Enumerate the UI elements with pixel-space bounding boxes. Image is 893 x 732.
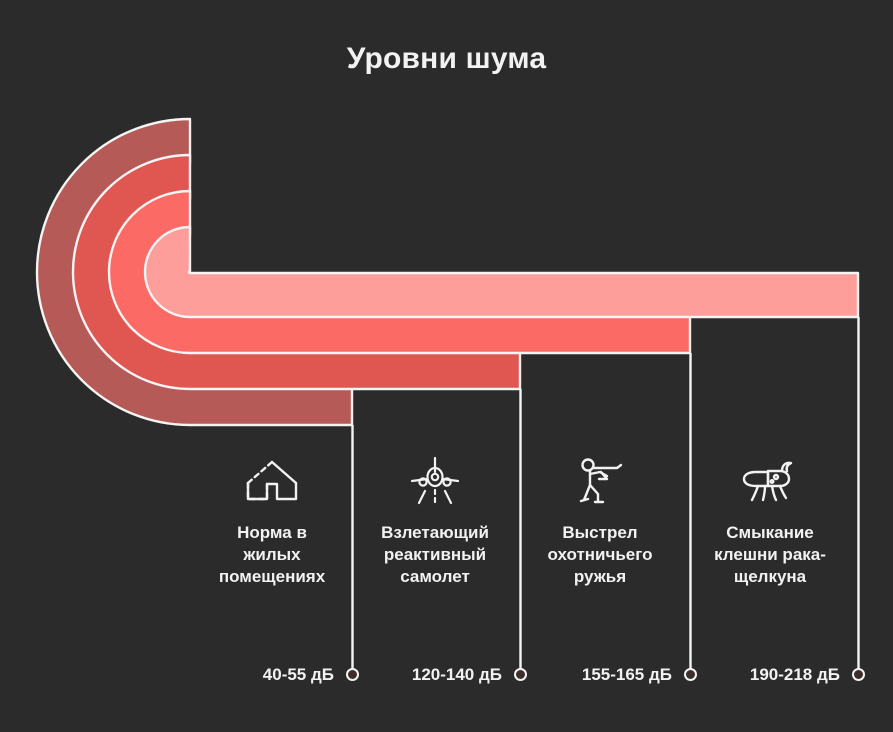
value-dot-shrimp bbox=[852, 668, 865, 681]
connector-lines bbox=[351, 317, 860, 669]
category-jet: Взлетающий реактивный самолет bbox=[355, 448, 515, 587]
category-gunshot: Выстрел охотничьего ружья bbox=[520, 448, 680, 587]
page-title: Уровни шума bbox=[346, 42, 547, 75]
category-home: Норма в жилых помещениях bbox=[192, 448, 352, 587]
airplane-takeoff-icon bbox=[355, 448, 515, 514]
house-icon bbox=[192, 448, 352, 514]
value-home: 40-55 дБ bbox=[262, 665, 334, 684]
category-label-shrimp: Смыкание клешни рака- щелкуна bbox=[714, 523, 826, 586]
value-dot-gunshot bbox=[684, 668, 697, 681]
pistol-shrimp-icon bbox=[690, 448, 850, 514]
category-label-home: Норма в жилых помещениях bbox=[218, 523, 326, 586]
value-jet: 120-140 дБ bbox=[411, 665, 502, 684]
value-shrimp: 190-218 дБ bbox=[749, 665, 840, 684]
hunter-rifle-icon bbox=[520, 448, 680, 514]
value-gunshot: 155-165 дБ bbox=[581, 665, 672, 684]
category-label-gunshot: Выстрел охотничьего ружья bbox=[547, 523, 653, 586]
value-dot-jet bbox=[514, 668, 527, 681]
ribbon-shrimp bbox=[143, 225, 860, 319]
value-dot-home bbox=[346, 668, 359, 681]
category-shrimp: Смыкание клешни рака- щелкуна bbox=[690, 448, 850, 587]
category-label-jet: Взлетающий реактивный самолет bbox=[381, 523, 489, 586]
